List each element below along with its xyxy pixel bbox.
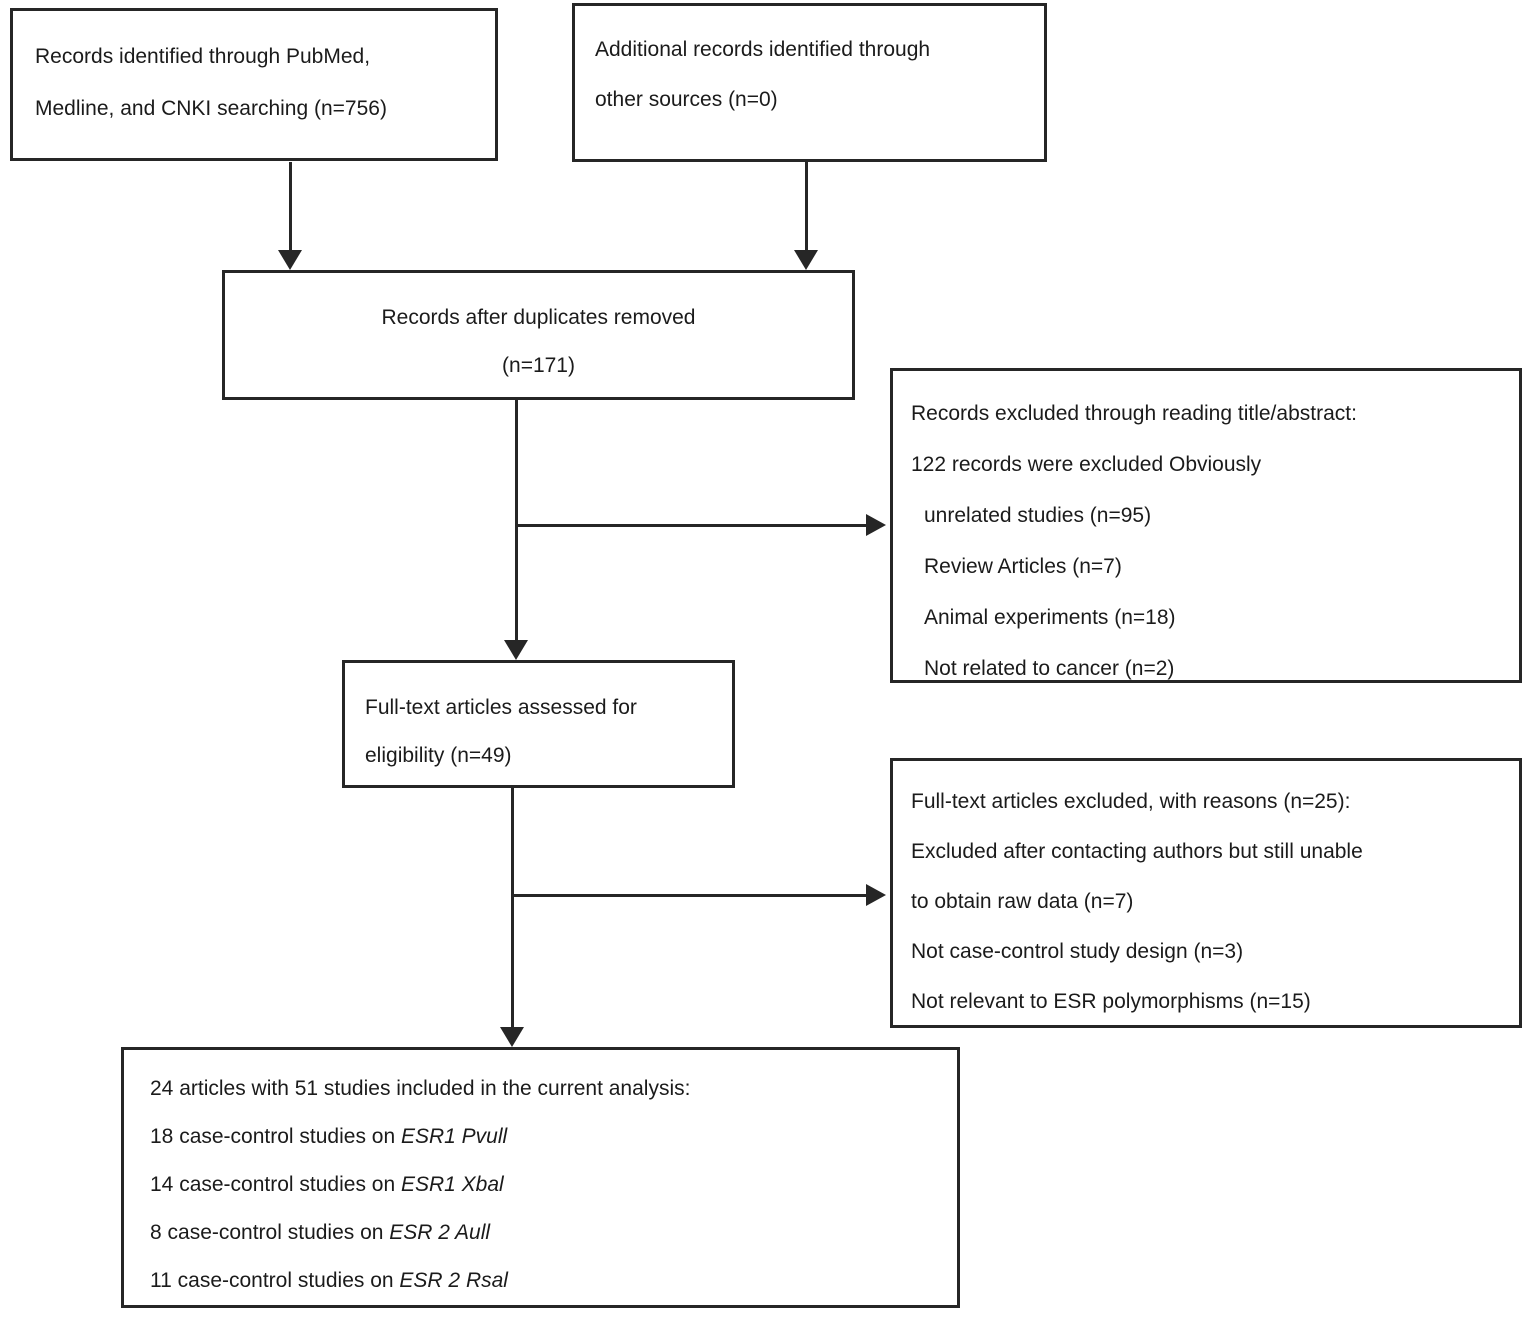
box-included-item: 11 case-control studies on ESR 2 Rsal — [150, 1257, 949, 1305]
box-records-excluded-line: Animal experiments (n=18) — [924, 606, 1176, 629]
arrow-fulltext-to-included-head — [500, 1027, 524, 1047]
box-additional-records-line: other sources (n=0) — [595, 88, 778, 111]
box-records-excluded-line: unrelated studies (n=95) — [924, 504, 1152, 527]
included-item-prefix: 14 case-control studies on — [150, 1173, 401, 1196]
included-item-gene: ESR 2 Rsal — [399, 1269, 508, 1292]
box-records-excluded-line: 122 records were excluded Obviously — [911, 453, 1262, 476]
arrow-additional-to-duplicates-line — [805, 162, 808, 250]
box-included-item: 8 case-control studies on ESR 2 Aull — [150, 1209, 949, 1257]
box-fulltext-assessed: Full-text articles assessed for eligibil… — [342, 660, 735, 788]
included-item-prefix: 8 case-control studies on — [150, 1221, 390, 1244]
arrow-branch-to-fulltext-excluded-line — [511, 894, 866, 897]
box-included-item: 14 case-control studies on ESR1 Xbal — [150, 1161, 949, 1209]
included-item-prefix: 18 case-control studies on — [150, 1125, 401, 1148]
box-additional-records: Additional records identified through ot… — [572, 3, 1047, 162]
box-duplicates-removed-line: (n=171) — [502, 354, 575, 377]
box-records-identified-line: Medline, and CNKI searching (n=756) — [35, 97, 387, 120]
box-fulltext-assessed-line: Full-text articles assessed for — [365, 696, 637, 719]
box-records-identified-line: Records identified through PubMed, — [35, 45, 371, 68]
arrow-branch-to-records-excluded-head — [866, 514, 886, 536]
box-duplicates-removed: Records after duplicates removed (n=171) — [222, 270, 855, 400]
box-records-excluded-line: Review Articles (n=7) — [924, 555, 1122, 578]
box-records-excluded: Records excluded through reading title/a… — [890, 368, 1522, 683]
box-included-studies: 24 articles with 51 studies included in … — [121, 1047, 960, 1308]
box-fulltext-excluded-line: Not relevant to ESR polymorphisms (n=15) — [911, 990, 1311, 1013]
box-additional-records-line: Additional records identified through — [595, 38, 931, 61]
box-records-identified: Records identified through PubMed, Medli… — [10, 8, 498, 161]
box-duplicates-removed-line: Records after duplicates removed — [381, 306, 696, 329]
arrow-identified-to-duplicates-line — [289, 162, 292, 250]
box-fulltext-excluded-line: Not case-control study design (n=3) — [911, 940, 1244, 963]
arrow-fulltext-to-included-line — [511, 788, 514, 1027]
included-item-gene: ESR 2 Aull — [389, 1221, 491, 1244]
box-fulltext-excluded-line: to obtain raw data (n=7) — [911, 890, 1134, 913]
box-records-excluded-line: Records excluded through reading title/a… — [911, 402, 1357, 425]
included-item-prefix: 11 case-control studies on — [150, 1269, 400, 1292]
box-fulltext-excluded-line: Excluded after contacting authors but st… — [911, 840, 1363, 863]
box-included-item: 18 case-control studies on ESR1 Pvull — [150, 1113, 949, 1161]
box-fulltext-assessed-line: eligibility (n=49) — [365, 744, 512, 767]
included-item-gene: ESR1 Xbal — [400, 1173, 504, 1196]
included-item-gene: ESR1 Pvull — [400, 1125, 508, 1148]
box-included-title: 24 articles with 51 studies included in … — [150, 1077, 691, 1100]
arrow-additional-to-duplicates-head — [794, 250, 818, 270]
box-records-excluded-line: Not related to cancer (n=2) — [924, 657, 1175, 680]
arrow-duplicates-to-fulltext-head — [504, 640, 528, 660]
arrow-duplicates-to-fulltext-line — [515, 400, 518, 640]
arrow-identified-to-duplicates-head — [278, 250, 302, 270]
box-fulltext-excluded-line: Full-text articles excluded, with reason… — [911, 790, 1351, 813]
arrow-branch-to-records-excluded-line — [515, 524, 866, 527]
arrow-branch-to-fulltext-excluded-head — [866, 884, 886, 906]
box-fulltext-excluded: Full-text articles excluded, with reason… — [890, 758, 1522, 1028]
